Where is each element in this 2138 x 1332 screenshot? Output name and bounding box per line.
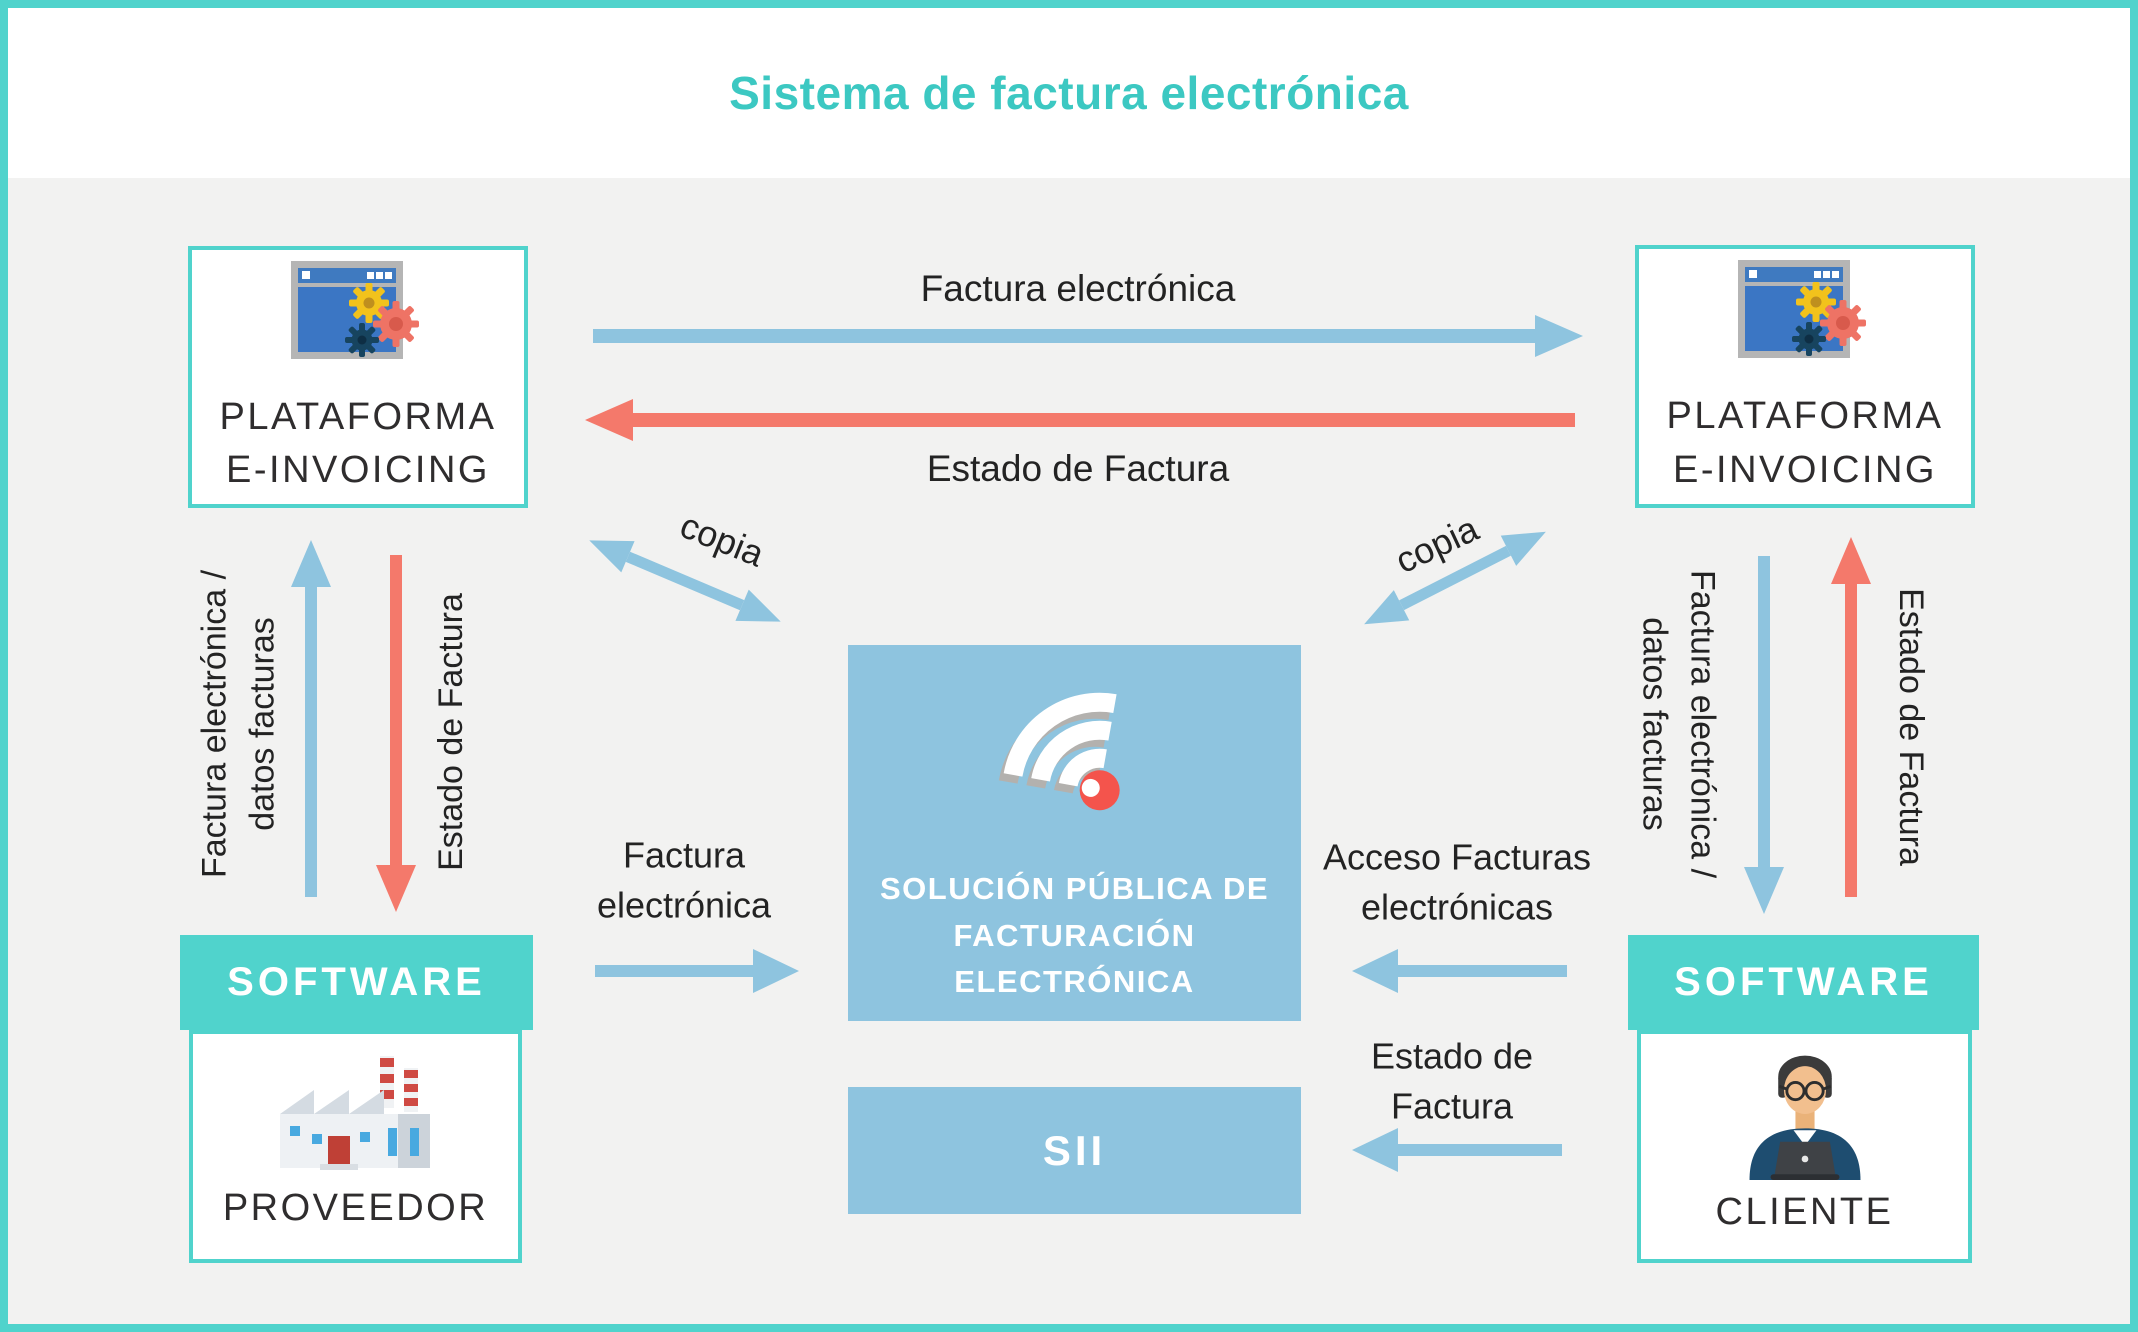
cliente-box: CLIENTE bbox=[1637, 1030, 1972, 1263]
central-solution-box: SOLUCIÓN PÚBLICA DE FACTURACIÓN ELECTRÓN… bbox=[848, 645, 1301, 1021]
factura-datos-label-left: Factura electrónica / datos facturas bbox=[191, 570, 286, 878]
factura-down-arrow-right bbox=[1744, 556, 1784, 914]
platform-einvoicing-box-left: PLATAFORMA E-INVOICING bbox=[188, 246, 528, 508]
platform-right-label: PLATAFORMA E-INVOICING bbox=[1667, 390, 1944, 496]
estado-factura-label-left: Estado de Factura bbox=[432, 593, 471, 871]
cliente-label: CLIENTE bbox=[1715, 1191, 1894, 1233]
browser-gears-icon bbox=[1738, 260, 1866, 359]
platform-left-line2: E-INVOICING bbox=[226, 449, 490, 491]
person-laptop-icon bbox=[1749, 1055, 1860, 1180]
central-line2: DE FACTURACIÓN bbox=[953, 871, 1270, 953]
acceso-facturas-label: Acceso Facturas electrónicas bbox=[1323, 833, 1591, 934]
factura-electronica-top-label: Factura electrónica bbox=[920, 268, 1236, 310]
sii-box: SII bbox=[848, 1087, 1301, 1214]
title-band: Sistema de factura electrónica bbox=[8, 8, 2130, 178]
estado-up-arrow-right bbox=[1831, 537, 1871, 897]
estado-factura-sii-label: Estado de Factura bbox=[1371, 1032, 1533, 1133]
factura-datos-right-line2: datos facturas bbox=[1636, 617, 1674, 831]
factura-datos-left-line1: Factura electrónica / bbox=[195, 569, 234, 879]
copia-arrow-right bbox=[1364, 531, 1546, 625]
estado-factura-arrow-top bbox=[585, 399, 1575, 441]
central-solution-label: SOLUCIÓN PÚBLICA DE FACTURACIÓN ELECTRÓN… bbox=[848, 866, 1301, 1006]
software-header-right: SOFTWARE bbox=[1628, 935, 1979, 1030]
acceso-facturas-line1: Acceso Facturas bbox=[1322, 836, 1592, 878]
software-left-label: SOFTWARE bbox=[227, 960, 486, 1004]
estado-factura-top-label: Estado de Factura bbox=[926, 448, 1230, 490]
acceso-facturas-arrow bbox=[1352, 949, 1567, 993]
central-line3: ELECTRÓNICA bbox=[954, 964, 1195, 1000]
factura-electronica-center-label: Factura electrónica bbox=[597, 831, 771, 932]
factura-datos-label-right: Factura electrónica / datos facturas bbox=[1630, 570, 1725, 878]
estado-down-arrow-left bbox=[376, 555, 416, 912]
platform-einvoicing-box-right: PLATAFORMA E-INVOICING bbox=[1635, 245, 1975, 508]
software-right-label: SOFTWARE bbox=[1674, 960, 1933, 1004]
wifi-signal-icon bbox=[998, 693, 1120, 811]
estado-factura-sii-arrow bbox=[1352, 1128, 1562, 1172]
central-line1: SOLUCIÓN PÚBLICA bbox=[879, 871, 1213, 907]
factura-electronica-center-arrow bbox=[595, 949, 799, 993]
platform-left-label: PLATAFORMA E-INVOICING bbox=[220, 391, 497, 497]
estado-factura-label-right: Estado de Factura bbox=[1891, 588, 1930, 866]
factura-electronica-arrow-top bbox=[593, 315, 1583, 357]
factura-datos-left-line2: datos facturas bbox=[243, 617, 281, 831]
factura-center-line2: electrónica bbox=[596, 885, 772, 926]
factura-datos-right-line1: Factura electrónica / bbox=[1683, 569, 1722, 879]
browser-gears-icon bbox=[291, 260, 419, 359]
acceso-facturas-line2: electrónicas bbox=[1360, 887, 1554, 928]
platform-right-line2: E-INVOICING bbox=[1673, 448, 1937, 491]
sii-label: SII bbox=[1042, 1126, 1107, 1174]
proveedor-box: PROVEEDOR bbox=[189, 1030, 522, 1263]
factory-icon bbox=[280, 1056, 430, 1170]
copia-arrow-left bbox=[589, 540, 781, 622]
platform-right-line1: PLATAFORMA bbox=[1666, 395, 1944, 438]
proveedor-label: PROVEEDOR bbox=[222, 1187, 489, 1229]
factura-center-line1: Factura bbox=[622, 834, 746, 876]
estado-sii-line2: Factura bbox=[1390, 1086, 1514, 1127]
estado-sii-line1: Estado de bbox=[1370, 1035, 1534, 1077]
platform-left-line1: PLATAFORMA bbox=[219, 395, 497, 438]
factura-up-arrow-left bbox=[291, 540, 331, 897]
software-header-left: SOFTWARE bbox=[180, 935, 533, 1030]
diagram-title: Sistema de factura electrónica bbox=[729, 67, 1409, 119]
